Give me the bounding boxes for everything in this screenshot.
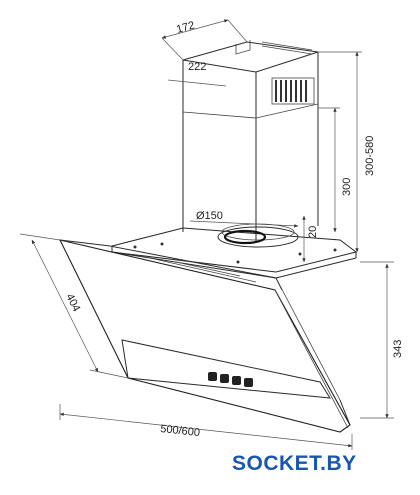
dim-top-depth-label: 172 (175, 20, 196, 36)
chimney-cover (182, 40, 319, 242)
control-buttons (208, 372, 253, 387)
dim-hood-width-label: 500/600 (160, 423, 201, 439)
dim-flue-height: 300 (318, 107, 353, 233)
dim-top-depth: 172 (161, 19, 248, 61)
dim-hood-width: 500/600 (59, 404, 353, 450)
dim-duct-offset-label: 20 (307, 226, 319, 238)
dim-body-height: 343 (360, 261, 404, 419)
dim-duct-diameter-label: Ø150 (196, 210, 223, 222)
dim-top-width-label: 222 (188, 61, 206, 73)
vent-grille (271, 77, 315, 105)
dim-duct-offset: 20 (302, 215, 319, 263)
glass-front-panel (58, 239, 351, 433)
dim-flue-range-label: 300-580 (364, 136, 376, 176)
dim-body-height-label: 343 (392, 340, 404, 358)
dim-glass-width-label: 404 (63, 292, 82, 314)
dim-flue-range: 300-580 (318, 51, 376, 253)
dim-flue-height-label: 300 (341, 178, 353, 196)
dim-duct-diameter: Ø150 (189, 210, 299, 228)
brand-logo: SOCKET.BY (232, 452, 357, 475)
dim-top-width: 222 (167, 61, 227, 87)
